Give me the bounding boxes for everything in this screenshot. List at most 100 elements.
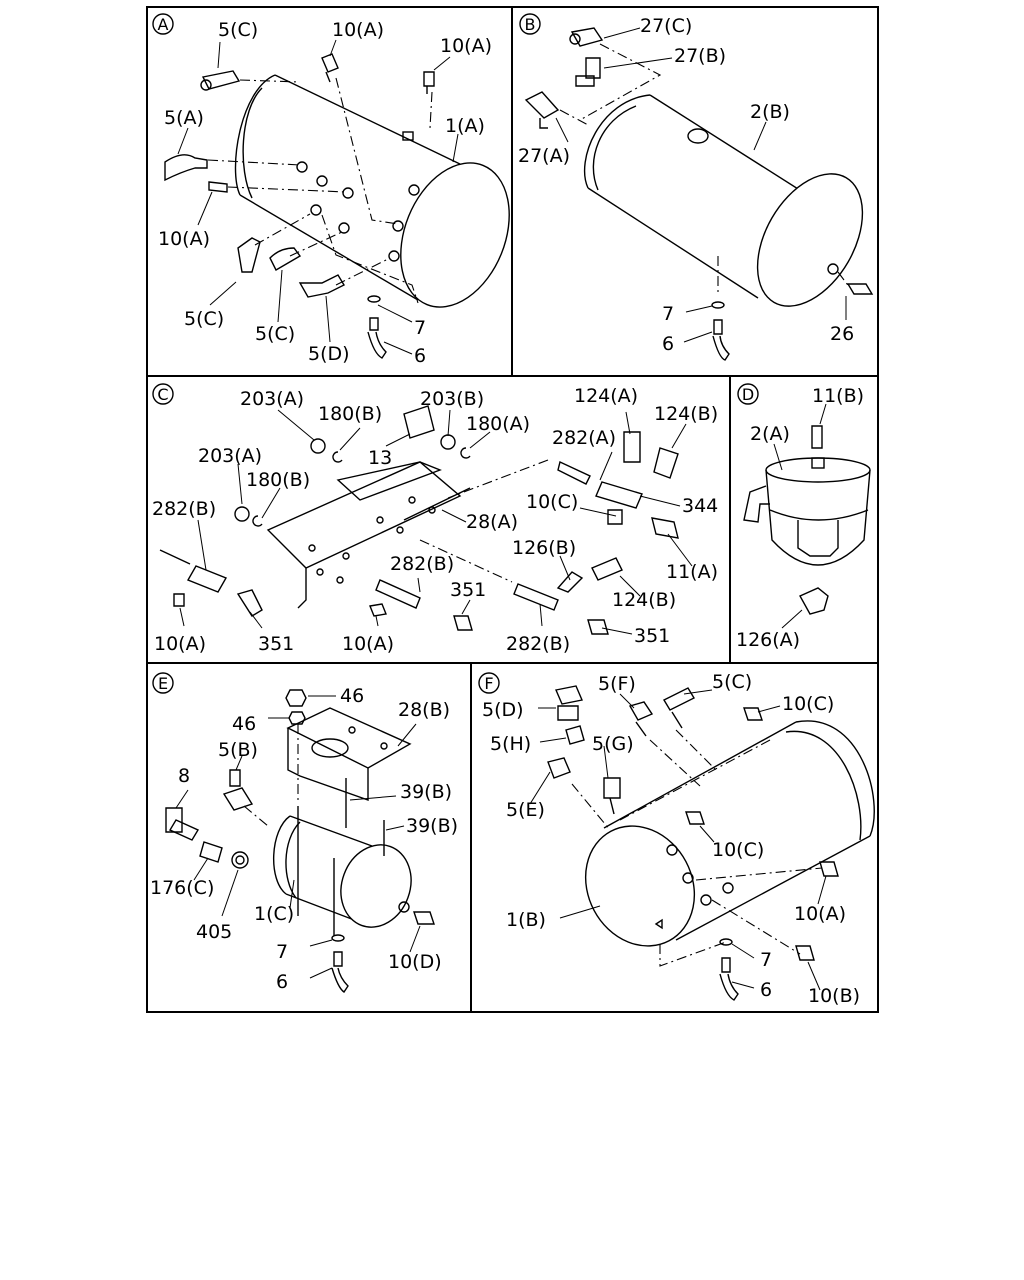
label-7: 7 xyxy=(276,941,288,963)
label-27a: 27(A) xyxy=(518,145,570,167)
leader-lines-panel-f xyxy=(529,689,827,991)
panel-c: C xyxy=(152,383,718,655)
label-203b: 203(B) xyxy=(420,388,484,410)
label-5b: 5(B) xyxy=(218,739,258,761)
label-1b: 1(B) xyxy=(506,909,546,931)
label-10a: 10(A) xyxy=(440,35,492,57)
panel-e-badge: E xyxy=(152,672,174,694)
label-2a: 2(A) xyxy=(750,423,790,445)
label-7: 7 xyxy=(414,317,426,339)
panel-c-badge: C xyxy=(152,383,174,405)
label-5c: 5(C) xyxy=(218,19,258,41)
label-11a: 11(A) xyxy=(666,561,718,583)
label-2b: 2(B) xyxy=(750,101,790,123)
label-5e: 5(E) xyxy=(506,799,545,821)
fittings-panel-f xyxy=(547,685,839,1001)
label-5c: 5(C) xyxy=(255,323,295,345)
label-6: 6 xyxy=(414,345,426,367)
label-5c: 5(C) xyxy=(712,671,752,693)
label-351: 351 xyxy=(450,579,486,601)
label-10b: 10(B) xyxy=(808,985,860,1007)
label-39b: 39(B) xyxy=(400,781,452,803)
fittings-panel-e xyxy=(165,689,435,993)
label-203a: 203(A) xyxy=(240,388,304,410)
label-5d: 5(D) xyxy=(482,699,524,721)
svg-text:A: A xyxy=(158,15,169,34)
label-10c: 10(C) xyxy=(526,491,578,513)
label-344: 344 xyxy=(682,495,718,517)
label-10a: 10(A) xyxy=(154,633,206,655)
label-39b: 39(B) xyxy=(406,815,458,837)
label-5d: 5(D) xyxy=(308,343,350,365)
label-10c: 10(C) xyxy=(712,839,764,861)
svg-text:D: D xyxy=(742,385,754,404)
label-10a: 10(A) xyxy=(158,228,210,250)
panel-a-badge: A xyxy=(152,13,174,35)
label-6: 6 xyxy=(760,979,772,1001)
svg-text:E: E xyxy=(158,674,168,693)
panel-f-badge: F xyxy=(478,672,500,694)
svg-text:C: C xyxy=(157,385,168,404)
label-6: 6 xyxy=(276,971,288,993)
label-10a: 10(A) xyxy=(794,903,846,925)
label-7: 7 xyxy=(662,303,674,325)
label-351: 351 xyxy=(258,633,294,655)
label-126b: 126(B) xyxy=(512,537,576,559)
label-5a: 5(A) xyxy=(164,107,204,129)
label-124b: 124(B) xyxy=(612,589,676,611)
label-6: 6 xyxy=(662,333,674,355)
label-28a: 28(A) xyxy=(466,511,518,533)
label-405: 405 xyxy=(196,921,232,943)
fittings-panel-b xyxy=(524,27,874,361)
label-282b: 282(B) xyxy=(390,553,454,575)
bracket-28b xyxy=(286,707,412,801)
label-13: 13 xyxy=(368,447,392,469)
label-1a: 1(A) xyxy=(445,115,485,137)
label-282b: 282(B) xyxy=(506,633,570,655)
leader-lines-panel-d xyxy=(773,403,827,629)
panel-b: B 27(C) 27(B) 2(B) 27(A xyxy=(518,13,874,361)
svg-text:B: B xyxy=(525,15,536,34)
panel-d: D 11(B) 2(A) 126(A) xyxy=(736,383,871,651)
panel-d-badge: D xyxy=(737,383,759,405)
label-10d: 10(D) xyxy=(388,951,442,973)
fittings-panel-a xyxy=(164,53,435,359)
leader-lines-panel-c xyxy=(179,409,693,635)
air-tank-1c xyxy=(273,778,412,936)
label-11b: 11(B) xyxy=(812,385,864,407)
label-46: 46 xyxy=(340,685,364,707)
bracket-28a xyxy=(266,461,471,609)
leader-lines-panel-b xyxy=(555,27,851,343)
label-124b: 124(B) xyxy=(654,403,718,425)
air-tank-1a xyxy=(234,74,510,308)
label-26: 26 xyxy=(830,323,854,345)
label-124a: 124(A) xyxy=(574,385,638,407)
label-180b: 180(B) xyxy=(318,403,382,425)
air-tank-1b xyxy=(584,720,875,947)
label-10a: 10(A) xyxy=(342,633,394,655)
label-282b: 282(B) xyxy=(152,498,216,520)
label-10c: 10(C) xyxy=(782,693,834,715)
label-27b: 27(B) xyxy=(674,45,726,67)
air-tank-2a xyxy=(743,425,871,615)
panel-frames xyxy=(146,6,879,1013)
label-203a: 203(A) xyxy=(198,445,262,467)
label-5h: 5(H) xyxy=(490,733,531,755)
label-10a: 10(A) xyxy=(332,19,384,41)
label-5g: 5(G) xyxy=(592,733,634,755)
label-1c: 1(C) xyxy=(254,903,294,925)
panel-f: F xyxy=(478,671,875,1007)
label-8: 8 xyxy=(178,765,190,787)
panel-b-badge: B xyxy=(519,13,541,35)
panel-e: E xyxy=(150,672,458,993)
label-5c: 5(C) xyxy=(184,308,224,330)
label-28b: 28(B) xyxy=(398,699,450,721)
label-351: 351 xyxy=(634,625,670,647)
label-46: 46 xyxy=(232,713,256,735)
leader-lines-panel-a xyxy=(177,39,459,355)
label-126a: 126(A) xyxy=(736,629,800,651)
label-180a: 180(A) xyxy=(466,413,530,435)
label-27c: 27(C) xyxy=(640,15,692,37)
label-176c: 176(C) xyxy=(150,877,214,899)
label-5f: 5(F) xyxy=(598,673,636,695)
